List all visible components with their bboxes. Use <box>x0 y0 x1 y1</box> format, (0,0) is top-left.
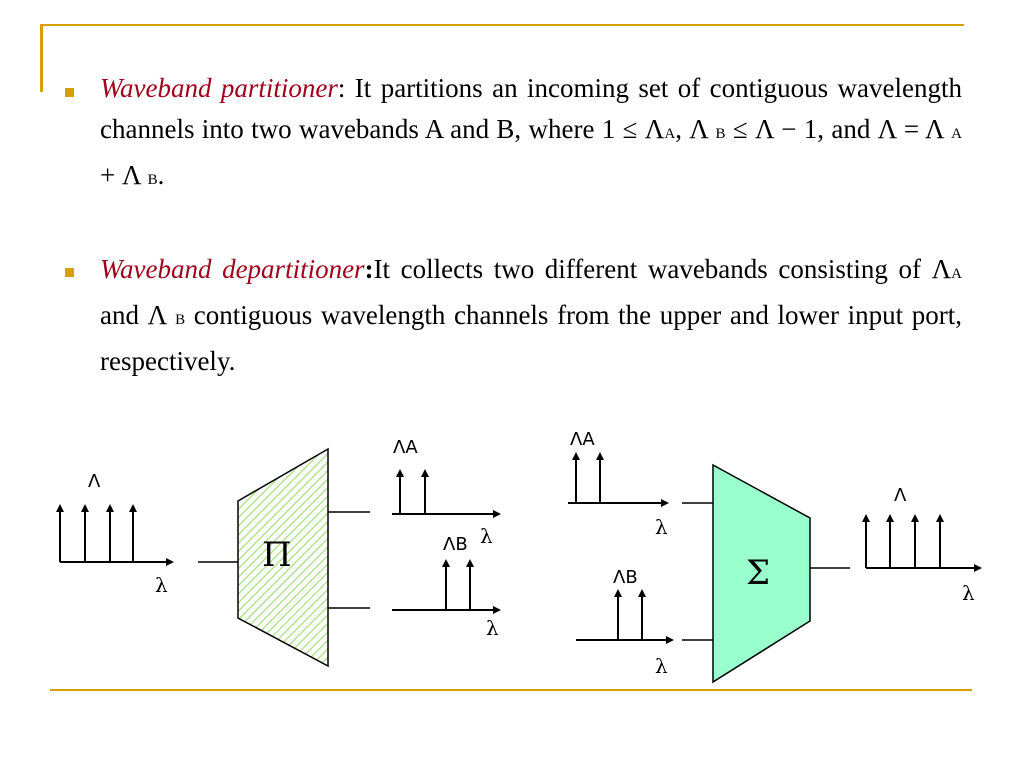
text-fragment: It collects two different wavebands cons… <box>373 254 952 284</box>
bullet-marker <box>65 88 74 97</box>
text-fragment: + Λ <box>100 160 148 190</box>
term-departitioner: Waveband departitioner <box>100 254 365 284</box>
output-spectrum-b <box>392 559 501 614</box>
frame-accent-top <box>40 24 964 26</box>
bullet-text-partitioner: Waveband partitioner: It partitions an i… <box>100 68 962 201</box>
departitioner-symbol: Σ <box>746 553 770 593</box>
input-spectrum <box>56 504 174 566</box>
bullet-marker <box>65 268 74 277</box>
subscript: B <box>147 172 158 188</box>
text-fragment: . <box>157 160 165 190</box>
term-colon: : <box>364 254 374 284</box>
subscript: A <box>951 126 962 142</box>
subscript: A <box>664 126 676 142</box>
input-spectrum-b-label: ΛB <box>613 567 638 588</box>
term-partitioner: Waveband partitioner <box>100 73 338 103</box>
input-spectrum-a <box>568 452 669 507</box>
output-a-axis-lambda: λ <box>480 524 493 548</box>
text-fragment: ≤ Λ − 1, and Λ = Λ <box>725 114 952 144</box>
output-b-axis-lambda: λ <box>486 616 499 640</box>
output-spectrum-a-label: ΛA <box>393 437 418 458</box>
text-fragment: contiguous wavelength channels from the … <box>100 300 962 376</box>
input-spectrum-a-label: ΛA <box>570 429 595 450</box>
bullet-text-departitioner: Waveband departitioner:It collects two d… <box>100 249 962 382</box>
input-b-axis-lambda: λ <box>655 654 668 678</box>
text-fragment: , Λ <box>675 114 716 144</box>
output-spectrum-label: Λ <box>894 485 907 506</box>
partitioner-symbol: Π <box>262 535 292 575</box>
output-spectrum-b-label: ΛB <box>443 534 468 555</box>
departitioner-block <box>712 463 811 684</box>
input-a-axis-lambda: λ <box>655 515 668 539</box>
term-colon: : <box>337 73 346 103</box>
output-axis-lambda: λ <box>962 581 975 605</box>
partitioner-block <box>237 447 329 668</box>
input-axis-lambda: λ <box>155 573 168 597</box>
text-fragment: It partitions an incoming set of contigu… <box>100 73 962 144</box>
text-fragment: and Λ <box>100 300 176 330</box>
output-spectrum-a <box>392 469 501 518</box>
subscript: B <box>175 312 186 328</box>
output-spectrum <box>862 514 982 572</box>
subscript: A <box>951 266 962 282</box>
input-spectrum-b <box>576 589 674 644</box>
frame-accent-vertical <box>40 26 43 92</box>
subscript: B <box>715 126 726 142</box>
frame-accent-bottom <box>50 689 972 691</box>
input-spectrum-label: Λ <box>88 471 101 492</box>
